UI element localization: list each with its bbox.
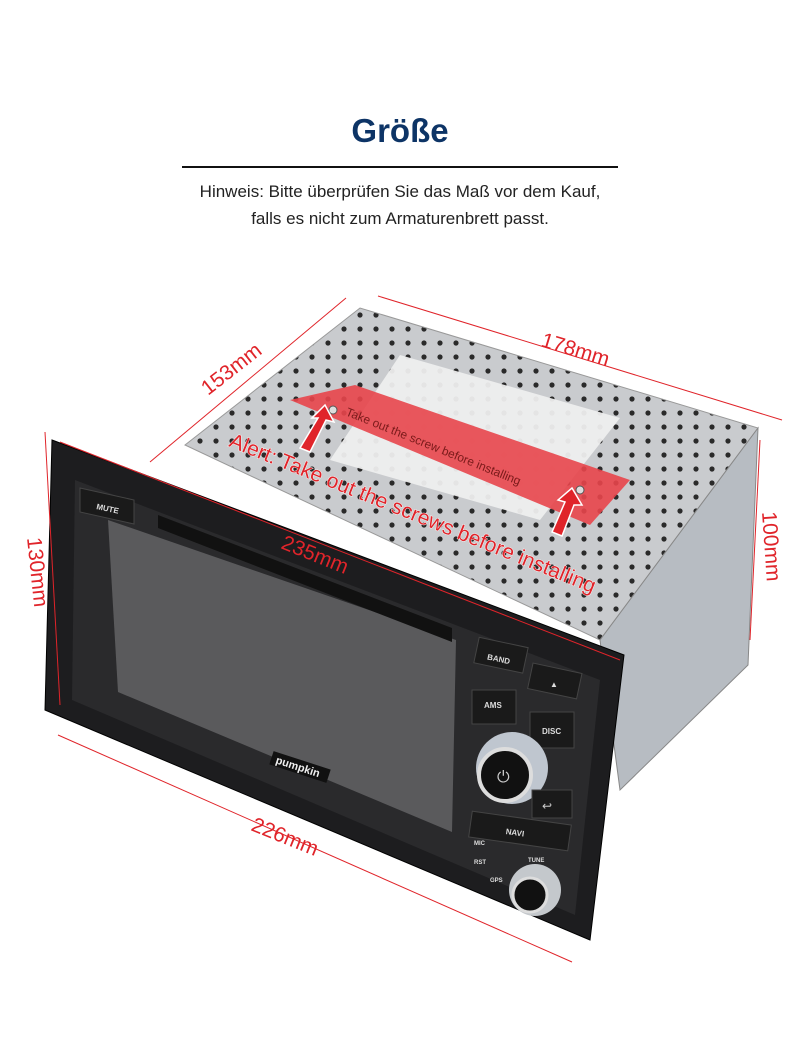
navi-button[interactable] [468, 810, 572, 852]
svg-text:AMS: AMS [484, 701, 502, 710]
svg-text:TUNE: TUNE [528, 858, 544, 864]
control-cluster: BAND ▲ AMS DISC ⏻ ↩ NAVI TUNE MIC RST GP… [468, 636, 583, 916]
svg-text:NAVI: NAVI [505, 827, 525, 838]
screw-icon [328, 405, 338, 415]
power-icon: ⏻ [497, 769, 510, 786]
back-arrow-icon: ↩ [542, 799, 552, 813]
front-panel: MUTE pumpkin BAND ▲ AMS DISC ⏻ ↩ NAVI TU… [44, 439, 625, 941]
hint-line-1: Hinweis: Bitte überprüfen Sie das Maß vo… [199, 182, 601, 201]
back-button[interactable] [531, 789, 573, 819]
screen [108, 520, 456, 832]
eject-icon: ▲ [550, 680, 558, 689]
arrow-icon [551, 486, 584, 537]
dimension-lines [44, 295, 783, 963]
ams-button[interactable] [471, 689, 517, 725]
svg-text:GPS: GPS [490, 878, 503, 884]
hint-line-2: falls es nicht zum Armaturenbrett passt. [251, 209, 549, 228]
screw-icon [575, 485, 585, 495]
page-title: Größe [351, 112, 449, 149]
eject-button[interactable] [527, 662, 583, 700]
mute-button[interactable] [79, 487, 135, 525]
svg-text:RST: RST [474, 860, 486, 866]
arrow-icon [298, 403, 336, 453]
hint-text: Hinweis: Bitte überprüfen Sie das Maß vo… [0, 178, 800, 232]
svg-text:DISC: DISC [542, 727, 561, 736]
metal-chassis: Take out the screw before installing [184, 307, 759, 792]
dim-100: 100mm [757, 511, 785, 582]
disc-slot [158, 515, 452, 642]
band-button[interactable] [473, 636, 529, 674]
dim-130: 130mm [22, 536, 52, 608]
divider [182, 166, 618, 168]
brand-logo [269, 751, 331, 783]
svg-text:MIC: MIC [474, 841, 486, 847]
warning-sticker [290, 385, 630, 525]
disc-button[interactable] [529, 711, 575, 749]
